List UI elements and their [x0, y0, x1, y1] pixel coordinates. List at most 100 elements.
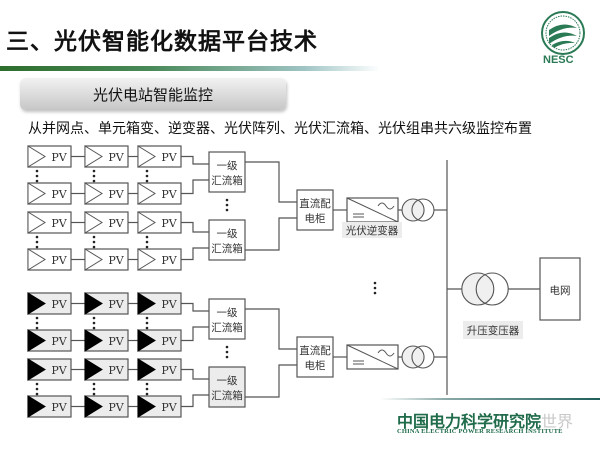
dot	[145, 387, 149, 391]
inverter-transformer-icon	[401, 345, 435, 369]
dot	[35, 392, 39, 396]
dot	[145, 174, 149, 178]
pv-label: PV	[108, 335, 124, 348]
dot	[145, 245, 149, 249]
wire	[181, 368, 209, 380]
watermark-text: 世界	[541, 412, 574, 431]
pv-label: PV	[161, 151, 177, 164]
dot	[145, 382, 149, 386]
dot	[225, 345, 229, 349]
transformer-coil	[411, 198, 435, 222]
ellipsis-dots	[35, 169, 39, 183]
step-up-label-bg	[463, 321, 523, 339]
pv-module: PV	[137, 211, 182, 234]
dot	[145, 321, 149, 325]
combiner-label-line2: 汇流箱	[211, 389, 243, 402]
pv-label: PV	[51, 188, 67, 201]
inverter-diagonal	[346, 344, 399, 370]
pv-triangle-icon	[84, 182, 103, 205]
dot	[35, 326, 39, 330]
pv-triangle-icon	[137, 248, 156, 271]
combiner-label-line2: 汇流箱	[211, 242, 243, 255]
dot	[92, 382, 96, 386]
pv-triangle-icon	[27, 211, 46, 234]
pv-module: PV	[27, 292, 72, 315]
pv-module: PV	[84, 145, 129, 168]
wire	[245, 364, 297, 398]
pv-module: PV	[137, 358, 182, 381]
dot	[35, 316, 39, 320]
pv-triangle-icon	[27, 145, 46, 168]
ellipsis-dots	[225, 198, 229, 212]
wire	[181, 302, 209, 312]
dot	[92, 169, 96, 173]
pv-triangle-icon	[27, 329, 46, 352]
inverter-diagonal	[346, 197, 399, 223]
section-pill-label: 光伏电站智能监控	[92, 85, 213, 104]
section-pill: 光伏电站智能监控	[20, 78, 286, 110]
section-subtitle: 从并网点、单元箱变、逆变器、光伏阵列、光伏汇流箱、光伏组串共六级监控布置	[28, 121, 532, 137]
pv-module: PV	[84, 248, 129, 271]
pv-label: PV	[108, 401, 124, 414]
pv-module: PV	[84, 292, 129, 315]
ellipsis-dots	[92, 382, 96, 396]
nesc-logo-icon	[541, 11, 585, 55]
footer-institute-cn: 中国电力科学研究院世界	[397, 408, 573, 432]
pv-label: PV	[51, 254, 67, 267]
combiner-label-line2: 汇流箱	[211, 321, 243, 334]
pv-label: PV	[161, 217, 177, 230]
pv-module: PV	[27, 145, 72, 168]
dot	[92, 240, 96, 244]
ellipsis-dots	[35, 316, 39, 330]
page-title: 三、光伏智能化数据平台技术	[6, 29, 318, 55]
pv-label: PV	[161, 254, 177, 267]
dot	[35, 382, 39, 386]
pv-module: PV	[137, 329, 182, 352]
dot	[373, 291, 377, 295]
combiner-label-line1: 一级	[217, 375, 238, 387]
dot	[35, 174, 39, 178]
ellipsis-dots	[145, 169, 149, 183]
pv-module: PV	[137, 182, 182, 205]
dc-cabinet-label-line2: 电柜	[305, 212, 326, 225]
pv-label: PV	[51, 151, 67, 164]
pv-label: PV	[108, 254, 124, 267]
pv-label: PV	[51, 335, 67, 348]
dot	[35, 179, 39, 183]
dot	[35, 245, 39, 249]
wire	[181, 326, 209, 342]
combiner-box-frame	[208, 366, 246, 408]
pv-module: PV	[27, 395, 72, 418]
dc-cabinet-frame	[296, 336, 334, 378]
footer-divider	[380, 398, 600, 400]
combiner-label-line2: 汇流箱	[211, 174, 243, 187]
pv-module: PV	[27, 358, 72, 381]
wire	[181, 221, 209, 233]
pv-label: PV	[161, 298, 177, 311]
pv-triangle-icon	[27, 358, 46, 381]
step-up-transformer-label: 升压变压器	[467, 324, 520, 337]
inverter-label: 光伏逆变器	[346, 224, 399, 237]
pv-triangle-icon	[137, 292, 156, 315]
pv-triangle-icon	[137, 211, 156, 234]
pv-label: PV	[108, 298, 124, 311]
pv-label: PV	[108, 151, 124, 164]
pv-module: PV	[27, 248, 72, 271]
wire	[245, 308, 297, 350]
combiner-box-frame	[208, 298, 246, 340]
transformer-coil	[401, 198, 425, 222]
pv-module: PV	[84, 211, 129, 234]
pv-triangle-icon	[137, 329, 156, 352]
pv-triangle-icon	[84, 248, 103, 271]
combiner-box-frame	[208, 219, 246, 261]
dot	[35, 240, 39, 244]
ellipsis-dots	[145, 382, 149, 396]
ellipsis-dots	[92, 316, 96, 330]
dot	[145, 316, 149, 320]
ellipsis-dots	[92, 169, 96, 183]
pv-label: PV	[108, 364, 124, 377]
footer-institute-en: CHINA ELECTRIC POWER RESEARCH INSTITUTE	[397, 428, 563, 435]
